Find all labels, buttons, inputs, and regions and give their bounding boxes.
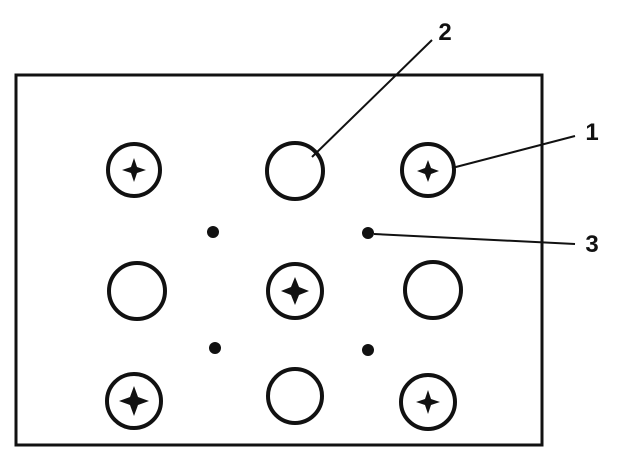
screw-hole (400, 142, 456, 198)
leader-line-1 (451, 135, 576, 169)
small-dot (362, 344, 374, 356)
panel-outline (14, 73, 544, 447)
leader-line-2 (311, 39, 433, 158)
small-dot (362, 227, 374, 239)
screw-hole (399, 373, 457, 431)
leader-line-3 (373, 233, 576, 245)
small-dot (207, 226, 219, 238)
screw-hole (106, 142, 162, 198)
small-dot (209, 342, 221, 354)
open-hole (403, 260, 463, 320)
screw-hole (105, 372, 163, 430)
open-hole (266, 367, 324, 425)
callout-label-3: 3 (585, 231, 598, 258)
screw-hole (266, 262, 324, 320)
callout-label-1: 1 (585, 119, 598, 146)
open-hole (107, 261, 167, 321)
open-hole (265, 141, 325, 201)
callout-label-2: 2 (438, 19, 451, 46)
